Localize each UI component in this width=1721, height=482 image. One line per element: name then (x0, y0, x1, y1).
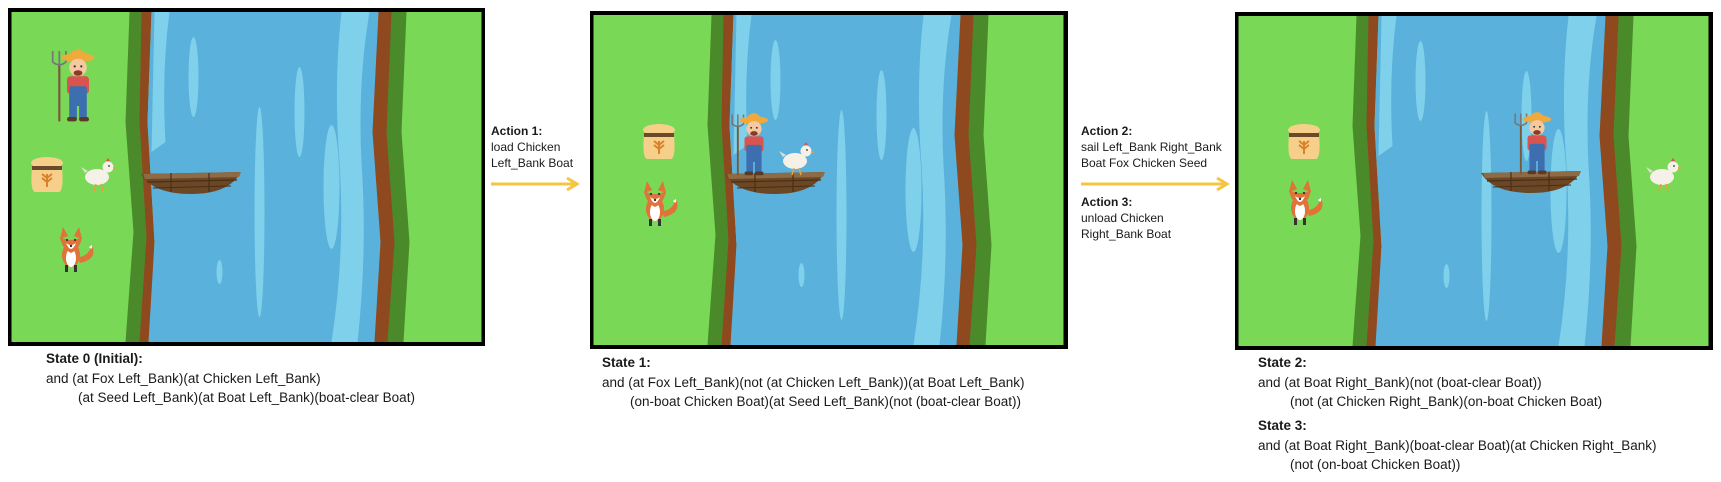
state-3-title: State 3: (1258, 418, 1307, 433)
seed-icon (1287, 123, 1321, 160)
state-3-scene (1235, 12, 1713, 350)
state-0-text: State 0 (Initial): and (at Fox Left_Bank… (46, 349, 415, 408)
action-2-title: Action 2: (1081, 124, 1133, 138)
action-1-title: Action 1: (491, 124, 543, 138)
state-3-text: State 3: and (at Boat Right_Bank)(boat-c… (1258, 416, 1656, 475)
action-3-label: Action 3: unload Chicken Right_Bank Boat (1081, 194, 1171, 242)
action-3-title: Action 3: (1081, 195, 1133, 209)
state-0-title: State 0 (Initial): (46, 351, 143, 366)
action-3-line: Right_Bank Boat (1081, 227, 1172, 241)
arrow-2 (1081, 176, 1230, 192)
action-2-label: Action 2: sail Left_Bank Right_Bank Boat… (1081, 123, 1222, 171)
state-2-line: (not (at Chicken Right_Bank)(on-boat Chi… (1290, 394, 1603, 409)
state-1-title: State 1: (602, 355, 651, 370)
state-3-line: and (at Boat Right_Bank)(boat-clear Boat… (1258, 437, 1657, 453)
action-2-line: sail Left_Bank Right_Bank (1081, 140, 1222, 154)
action-1-label: Action 1: load Chicken Left_Bank Boat (491, 123, 573, 171)
action-1-line: load Chicken (491, 140, 561, 154)
seed-icon (642, 123, 676, 160)
state-0-scene (8, 8, 485, 346)
action-2-line: Boat Fox Chicken Seed (1081, 156, 1208, 170)
state-3-line: (not (on-boat Chicken Boat)) (1290, 457, 1461, 472)
state-2-line: and (at Boat Right_Bank)(not (boat-clear… (1258, 374, 1542, 390)
state-1-line: and (at Fox Left_Bank)(not (at Chicken L… (602, 374, 1025, 390)
state-0-line: (at Seed Left_Bank)(at Boat Left_Bank)(b… (78, 390, 415, 405)
state-1-text: State 1: and (at Fox Left_Bank)(not (at … (602, 353, 1024, 412)
state-0-line: and (at Fox Left_Bank)(at Chicken Left_B… (46, 370, 321, 386)
state-1-scene (590, 11, 1068, 349)
action-1-line: Left_Bank Boat (491, 156, 574, 170)
seed-icon (30, 156, 64, 193)
state-2-title: State 2: (1258, 355, 1307, 370)
arrow-1 (491, 176, 580, 192)
state-1-line: (on-boat Chicken Boat)(at Seed Left_Bank… (630, 394, 1021, 409)
state-2-text: State 2: and (at Boat Right_Bank)(not (b… (1258, 353, 1602, 412)
action-3-line: unload Chicken (1081, 211, 1164, 225)
